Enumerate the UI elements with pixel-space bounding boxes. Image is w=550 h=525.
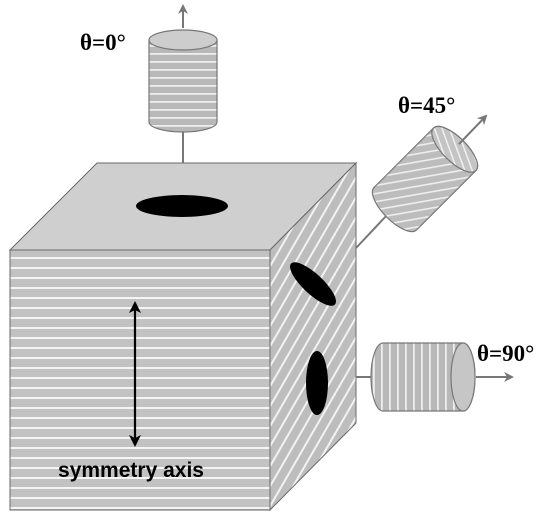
label-theta-0: θ=0° <box>80 30 126 55</box>
cylinder-theta-90: θ=90° <box>356 341 534 412</box>
side-hole-45 <box>290 262 336 306</box>
arrow-theta-45 <box>458 114 488 145</box>
cube: symmetry axis <box>8 161 358 512</box>
label-theta-90: θ=90° <box>477 341 534 366</box>
top-hole <box>136 195 228 217</box>
symmetry-axis-label: symmetry axis <box>58 459 204 482</box>
cylinder-body <box>148 39 218 133</box>
cylinder-top-cap <box>148 29 218 51</box>
side-hole-90 <box>306 351 328 415</box>
cylinder-theta-45: θ=45° <box>355 93 488 249</box>
label-theta-45: θ=45° <box>398 93 455 118</box>
stem-theta-45 <box>355 213 389 249</box>
cylinder-end-cap <box>450 342 476 412</box>
cylinder-theta-0: θ=0° <box>80 4 218 163</box>
cube-right-face <box>269 161 357 512</box>
